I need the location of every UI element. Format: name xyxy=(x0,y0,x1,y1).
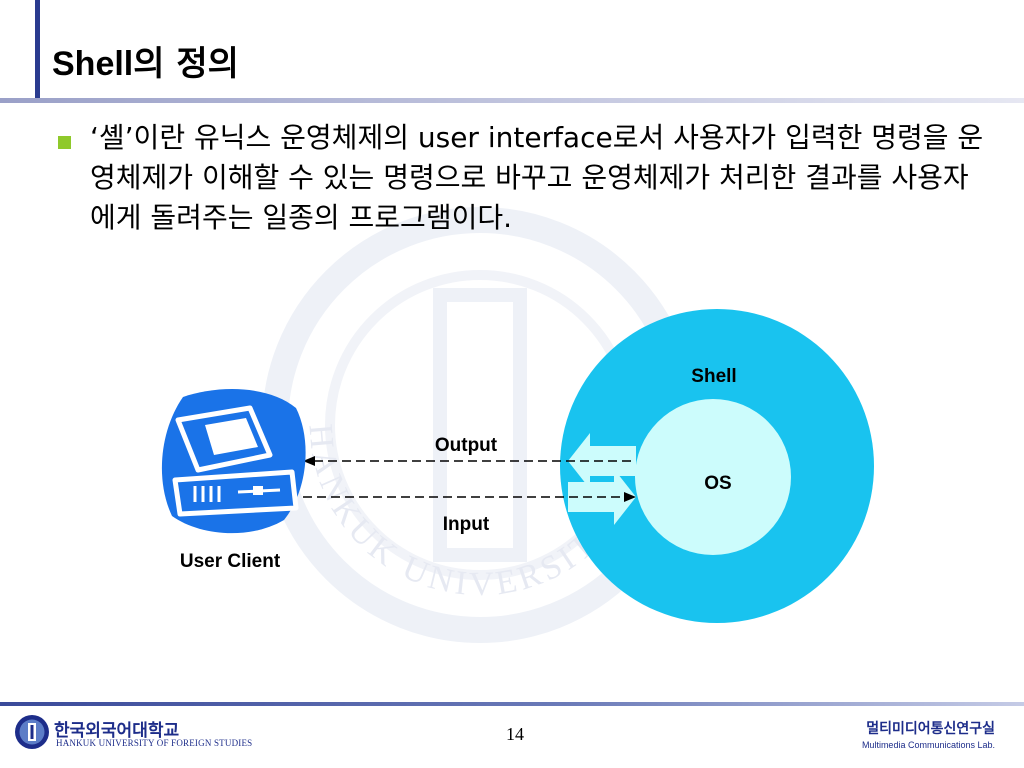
os-label: OS xyxy=(704,473,731,494)
shell-label: Shell xyxy=(691,366,736,387)
lab-name-korean: 멀티미디어통신연구실 xyxy=(866,721,995,737)
computer-icon xyxy=(161,389,306,534)
bullet-square-icon xyxy=(58,136,71,149)
slide-title: Shell의 정의 xyxy=(52,36,239,85)
shell-diagram: Shell OS Output Input User Client xyxy=(161,309,874,623)
title-divider xyxy=(0,98,1024,103)
input-arrowhead-icon xyxy=(624,492,636,502)
input-label: Input xyxy=(443,514,490,535)
title-shell: Shell xyxy=(52,45,134,83)
footer-divider xyxy=(0,702,1024,706)
user-client-label: User Client xyxy=(180,551,281,572)
os-core xyxy=(635,399,791,555)
university-logo-icon xyxy=(15,715,49,749)
title-definition: 의 정의 xyxy=(133,44,239,84)
bullet-text: ‘셸’이란 유닉스 운영체제의 user interface로서 사용자가 입력… xyxy=(90,121,984,234)
title-accent-bar xyxy=(35,0,40,100)
output-label: Output xyxy=(435,435,498,456)
output-arrowhead-icon xyxy=(303,456,315,466)
university-name-korean: 한국외국어대학교 xyxy=(54,721,180,741)
university-name-english: HANKUK UNIVERSITY OF FOREIGN STUDIES xyxy=(56,738,253,748)
page-number: 14 xyxy=(506,724,524,744)
lab-name-english: Multimedia Communications Lab. xyxy=(861,740,995,750)
